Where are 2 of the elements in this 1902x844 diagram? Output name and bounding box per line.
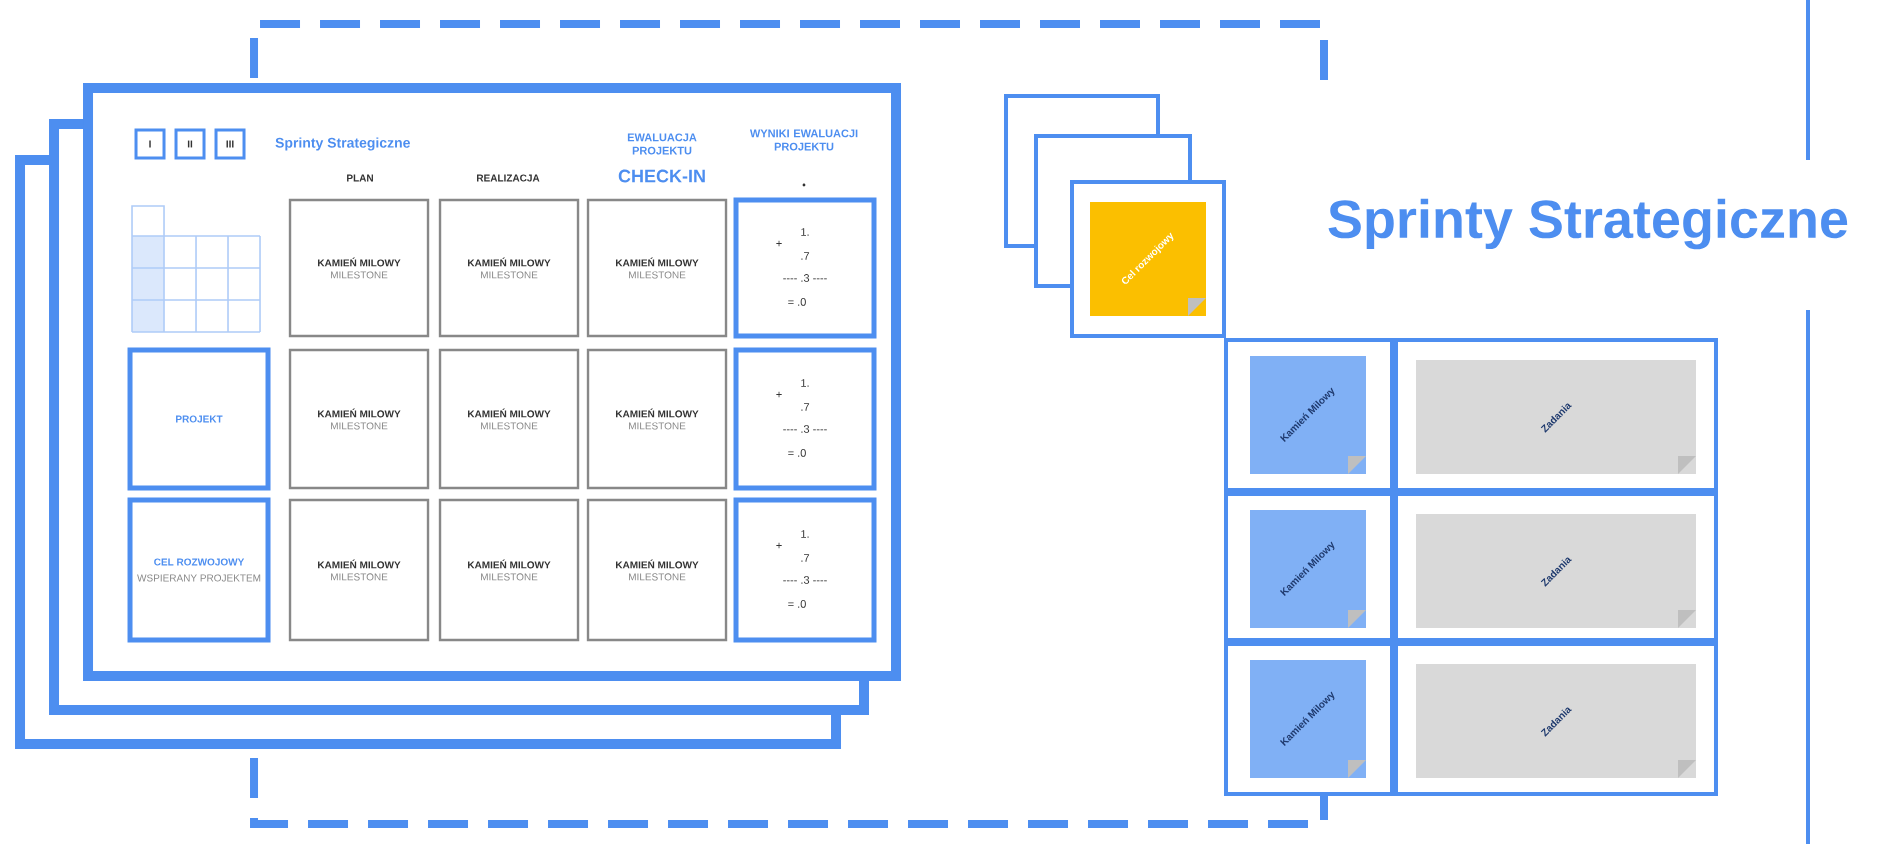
title: Sprinty Strategiczne <box>1328 198 1848 250</box>
column-header: CHECK-IN <box>618 169 705 183</box>
